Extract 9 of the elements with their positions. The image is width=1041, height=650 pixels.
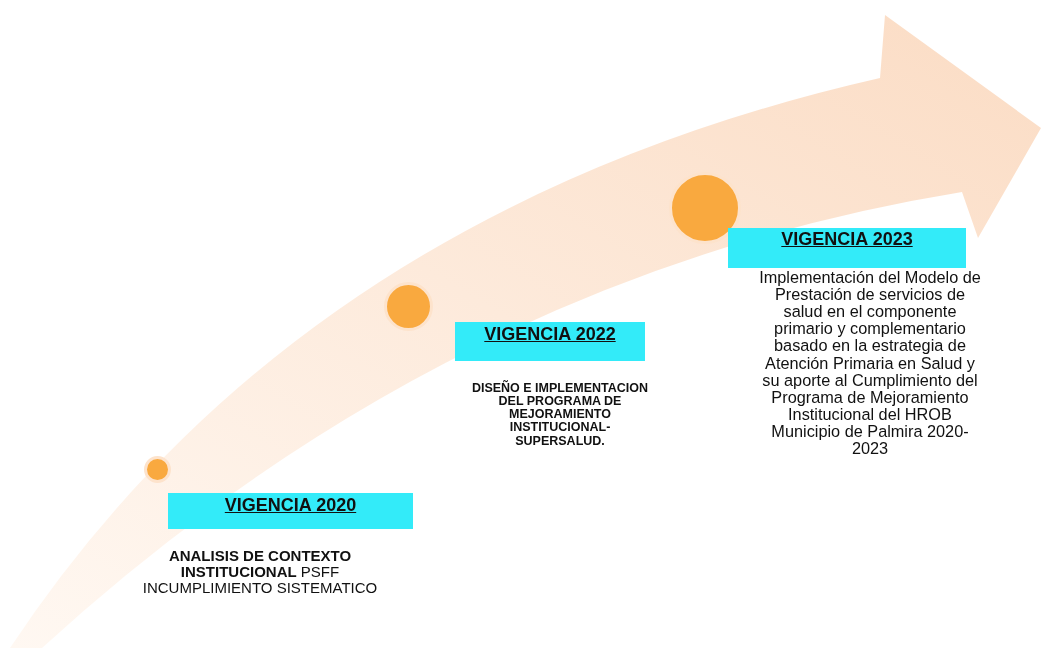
year-heading: VIGENCIA 2023 (781, 229, 913, 249)
milestone-description: ANALISIS DE CONTEXTO INSTITUCIONAL PSFF INCUMPLIMIENTO SISTEMATICO (141, 548, 379, 596)
year-heading: VIGENCIA 2022 (484, 324, 616, 344)
year-banner (168, 493, 413, 529)
milestone-description: DISEÑO E IMPLEMENTACION DEL PROGRAMA DE MEJORAMIENTO INSTITUCIONAL-SUPERSALUD. (470, 382, 650, 448)
year-banner (455, 322, 645, 361)
year-heading: VIGENCIA 2020 (224, 495, 357, 515)
year-banner (728, 228, 966, 268)
milestone-description: Implementación del Modelo de Prestación de servicios de salud en el componente primario y complementario basado en la estrategia de Atención Primaria en Salud y su aporte al Cumplimiento del Programa de Mejoramiento Institucional del HROB Municipio de Palmira 2020-2023 (758, 269, 982, 458)
